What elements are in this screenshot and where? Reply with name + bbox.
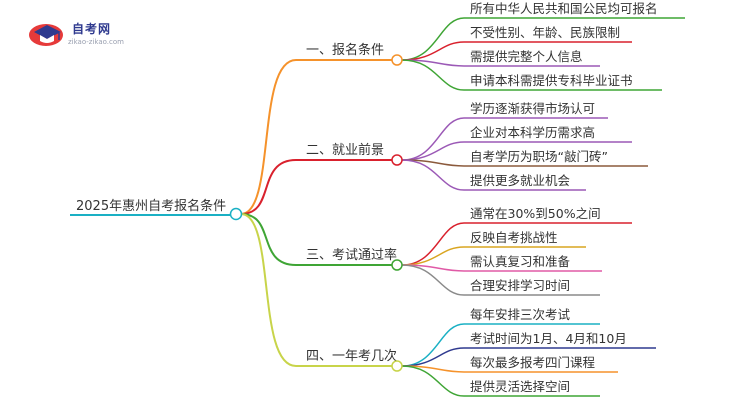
- child-label: 所有中华人民共和国公民均可报名: [470, 1, 658, 16]
- branch-link: [240, 213, 297, 367]
- branch-node-circle: [391, 54, 403, 66]
- child-label: 考试时间为1月、4月和10月: [470, 331, 627, 346]
- child-label: 提供灵活选择空间: [470, 379, 570, 394]
- child-link: [401, 264, 465, 296]
- logo-subtitle: zikao-zikao.com: [68, 38, 124, 46]
- child-label: 反映自考挑战性: [470, 230, 558, 245]
- branch-label: 二、就业前景: [306, 142, 384, 158]
- branch-label: 四、一年考几次: [306, 348, 397, 364]
- branch-link: [240, 213, 297, 266]
- child-link: [401, 117, 465, 161]
- root-node-circle: [229, 207, 243, 221]
- branch-label: 一、报名条件: [306, 42, 384, 58]
- child-label: 企业对本科学历需求高: [470, 125, 595, 140]
- child-link: [401, 159, 465, 191]
- child-label: 自考学历为职场“敲门砖”: [470, 149, 608, 164]
- child-label: 需提供完整个人信息: [470, 49, 583, 64]
- branch-node-circle: [391, 154, 403, 166]
- mindmap-links: [240, 17, 685, 397]
- child-label: 不受性别、年龄、民族限制: [470, 25, 620, 40]
- child-label: 每次最多报考四门课程: [470, 355, 596, 370]
- branch-node-circle: [391, 360, 403, 372]
- child-label: 每年安排三次考试: [470, 307, 571, 322]
- child-link: [401, 365, 465, 397]
- logo-title: 自考网: [72, 22, 112, 36]
- child-label: 申请本科需提供专科毕业证书: [470, 73, 633, 88]
- graduation-cap-icon: [29, 24, 63, 46]
- site-logo: 自考网 zikao-zikao.com: [28, 16, 148, 52]
- child-link: [401, 222, 465, 266]
- child-label: 需认真复习和准备: [470, 254, 571, 269]
- root-topic-label: 2025年惠州自考报名条件: [76, 198, 226, 214]
- child-link: [401, 17, 465, 61]
- branch-link: [240, 159, 297, 215]
- child-link: [401, 59, 465, 91]
- branch-link: [240, 59, 297, 215]
- child-label: 通常在30%到50%之间: [470, 206, 601, 221]
- mindmap-nodes: 2025年惠州自考报名条件 一、报名条件 所有中华人民共和国公民均可报名不受性别、年…: [70, 1, 658, 394]
- child-label: 合理安排学习时间: [470, 278, 570, 293]
- branch-label: 三、考试通过率: [306, 247, 397, 263]
- child-link: [401, 323, 465, 367]
- child-label: 提供更多就业机会: [470, 173, 571, 188]
- branch-node-circle: [391, 259, 403, 271]
- child-label: 学历逐渐获得市场认可: [470, 101, 595, 116]
